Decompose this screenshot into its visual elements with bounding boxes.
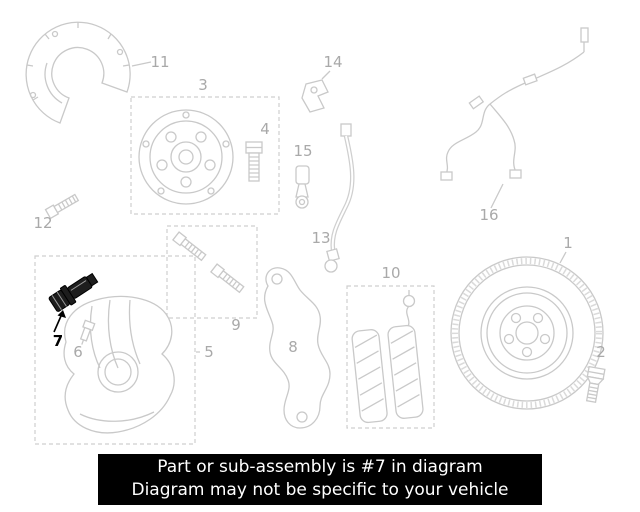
part-12-bolt xyxy=(44,193,80,220)
part-10-brake-pads xyxy=(351,290,424,424)
highlight-banner: Part or sub-assembly is #7 in diagram Di… xyxy=(98,454,542,505)
part-7-banjo-bolt-highlighted xyxy=(48,272,99,312)
label-3: 3 xyxy=(198,76,208,94)
highlight-arrowhead xyxy=(57,310,66,318)
label-14: 14 xyxy=(323,53,342,71)
label-13: 13 xyxy=(311,229,330,247)
group-box-3 xyxy=(130,96,280,215)
group-box-5 xyxy=(34,255,196,445)
label-2: 2 xyxy=(596,343,606,361)
part-6-bleeder-valve xyxy=(79,319,96,345)
label-16: 16 xyxy=(479,206,498,224)
label-4: 4 xyxy=(260,120,270,138)
label-8: 8 xyxy=(288,338,298,356)
part-1-brake-rotor xyxy=(450,256,604,410)
leader-lines xyxy=(131,61,567,353)
group-box-10 xyxy=(346,285,435,429)
label-1: 1 xyxy=(563,234,573,252)
part-11-splash-shield xyxy=(25,21,131,124)
label-15: 15 xyxy=(293,142,312,160)
part-5-brake-caliper xyxy=(63,295,175,434)
label-7-highlighted: 7 xyxy=(53,332,63,350)
label-12: 12 xyxy=(33,214,52,232)
label-10: 10 xyxy=(381,264,400,282)
label-5: 5 xyxy=(204,343,214,361)
group-box-9 xyxy=(166,225,258,319)
part-15-abs-sensor xyxy=(295,165,310,209)
part-14-bracket xyxy=(301,79,329,113)
label-6: 6 xyxy=(73,343,83,361)
part-2-wheel-bolt xyxy=(585,365,606,404)
part-16-abs-harness xyxy=(440,27,589,181)
part-8-caliper-bracket xyxy=(264,267,331,429)
banner-line2: Diagram may not be specific to your vehi… xyxy=(131,480,509,500)
part-3-wheel-hub xyxy=(138,109,234,205)
label-11: 11 xyxy=(150,53,169,71)
part-13-brake-hose xyxy=(324,123,355,273)
label-9: 9 xyxy=(231,316,241,334)
part-9-guide-bolts xyxy=(172,231,245,294)
banner-line1: Part or sub-assembly is #7 in diagram xyxy=(157,457,483,477)
part-4-bolt xyxy=(245,141,263,182)
highlight-arrow xyxy=(53,315,62,333)
